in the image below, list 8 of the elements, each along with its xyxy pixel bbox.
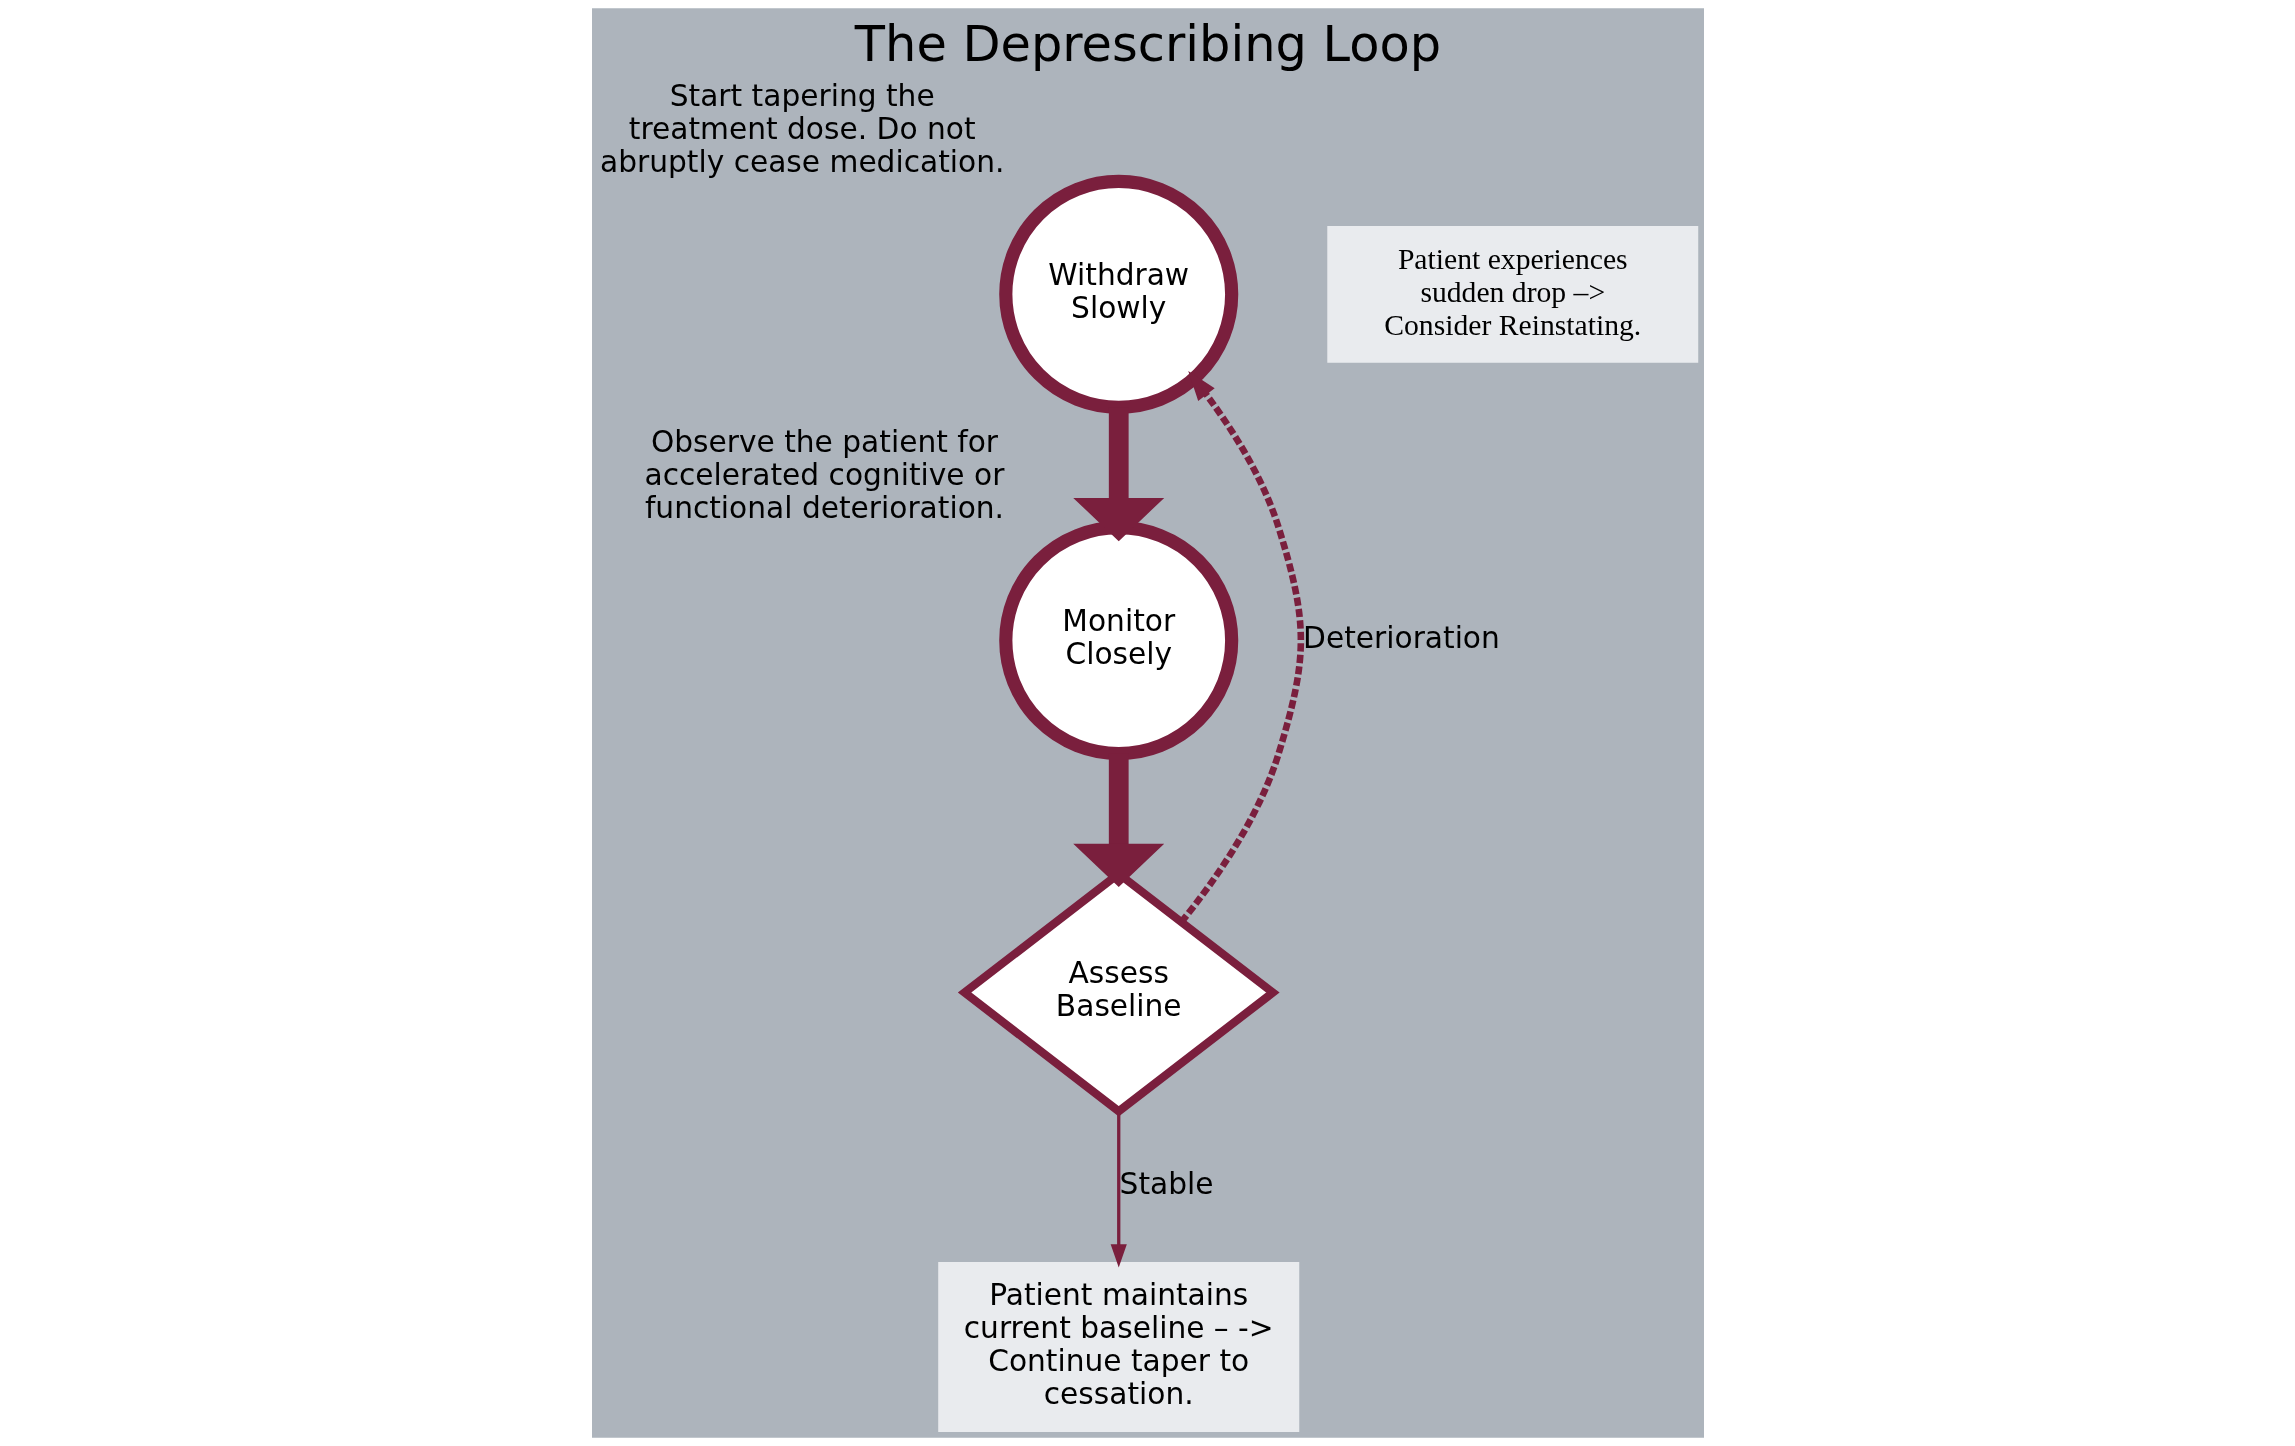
node-box: Patient experiences sudden drop –> Consider Reinstating. [1326, 225, 1698, 363]
node-box: Patient maintains current baseline – -> Continue taper to cessation. [937, 1262, 1299, 1432]
edge-label: Stable [1119, 1166, 1214, 1202]
node-circle: Withdraw Slowly [998, 174, 1238, 414]
node-circle: Monitor Closely [998, 521, 1238, 761]
arrow [1178, 371, 1304, 924]
diagram-title: The Deprescribing Loop [854, 15, 1441, 74]
edge-label: Deterioration [1302, 619, 1500, 655]
